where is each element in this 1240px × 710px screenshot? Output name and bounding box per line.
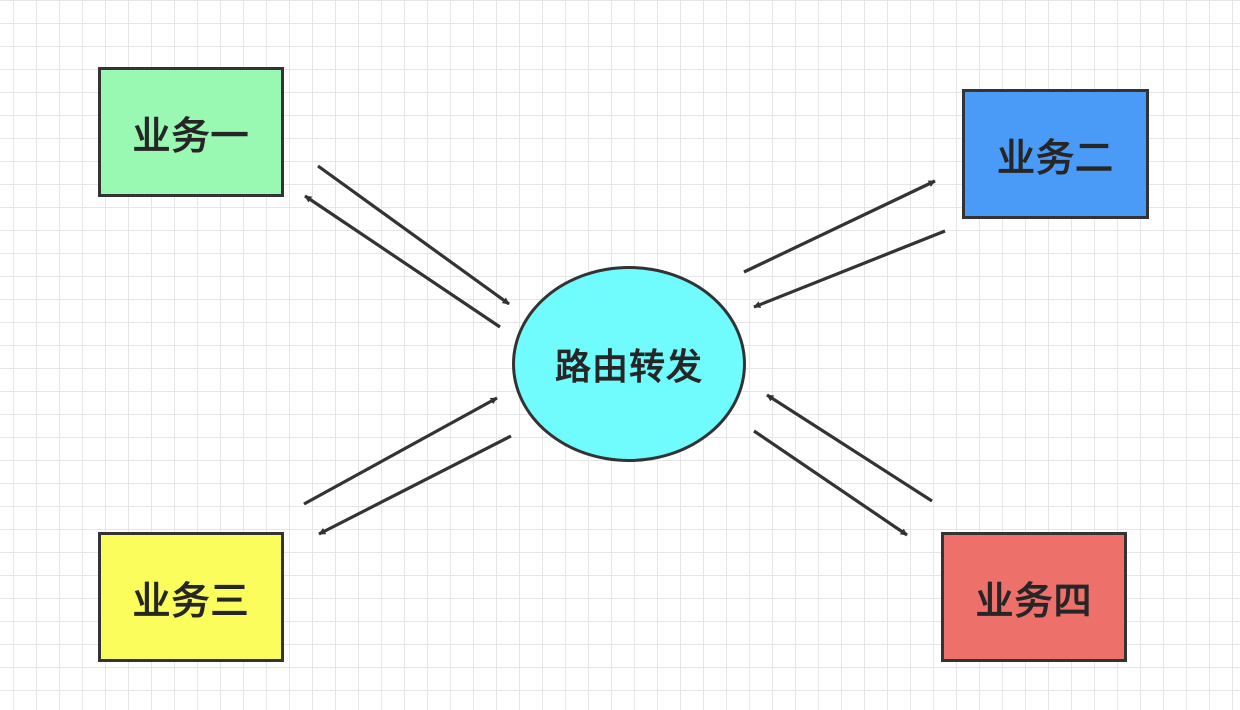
edge-arrow-service1-to-router xyxy=(317,164,510,306)
edge-arrow-router-to-service1 xyxy=(304,194,501,329)
service-four-label: 业务四 xyxy=(975,578,1093,623)
edge-arrow-router-to-service4 xyxy=(753,429,908,537)
router-ellipse[interactable]: 路由转发 xyxy=(512,266,746,462)
service-four-box[interactable]: 业务四 xyxy=(941,532,1127,662)
service-three-box[interactable]: 业务三 xyxy=(98,532,284,662)
edge-arrow-service3-to-router xyxy=(303,396,498,506)
service-one-box[interactable]: 业务一 xyxy=(98,67,284,197)
router-label: 路由转发 xyxy=(554,347,703,388)
service-one-label: 业务一 xyxy=(132,113,250,158)
edge-arrow-router-to-service2 xyxy=(743,179,936,274)
edge-arrow-router-to-service3 xyxy=(318,434,512,536)
service-two-box[interactable]: 业务二 xyxy=(962,89,1149,219)
service-two-label: 业务二 xyxy=(996,135,1114,180)
service-three-label: 业务三 xyxy=(132,578,250,623)
edge-arrow-service4-to-router xyxy=(766,393,933,503)
edge-arrow-service2-to-router xyxy=(753,229,946,309)
